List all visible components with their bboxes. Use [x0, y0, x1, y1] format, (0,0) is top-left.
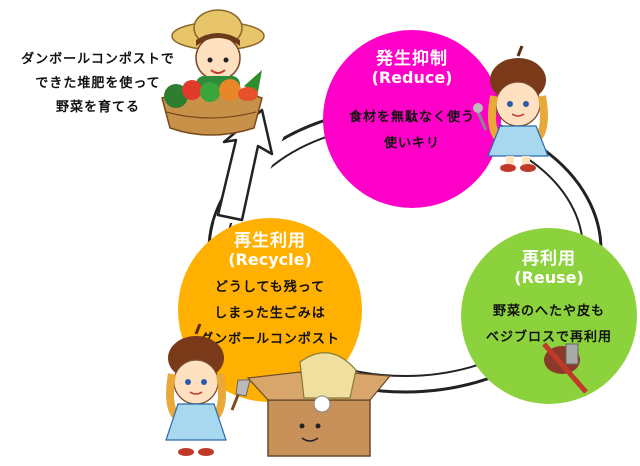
recycle-subtitle: (Recycle)	[228, 250, 312, 269]
reduce-title: 発生抑制	[376, 49, 448, 69]
reduce-circle: 発生抑制 (Reduce) 食材を無駄なく使う 使いキリ	[323, 30, 501, 208]
reuse-line-2: ベジブロスで再利用	[485, 330, 612, 345]
reuse-line-1: 野菜のへたや皮も	[492, 304, 605, 319]
reuse-description: 野菜のへたや皮も ベジブロスで再利用	[486, 299, 612, 351]
recycle-line-1: どうしても残って	[214, 280, 326, 295]
recycle-description: どうしても残って しまった生ごみは ダンボールコンポスト	[200, 275, 340, 353]
reduce-line-2: 使いキリ	[383, 136, 440, 151]
caption-line-1: ダンボールコンポストで	[21, 52, 175, 67]
reuse-subtitle: (Reuse)	[514, 268, 584, 287]
reuse-title: 再利用	[522, 249, 576, 269]
recycle-title: 再生利用	[234, 231, 306, 251]
recycle-line-3: ダンボールコンポスト	[200, 332, 340, 347]
reduce-subtitle: (Reduce)	[371, 68, 453, 87]
caption-line-3: 野菜を育てる	[55, 100, 140, 115]
caption-line-2: できた堆肥を使って	[35, 76, 161, 91]
recycle-line-2: しまった生ごみは	[214, 306, 326, 321]
reuse-circle: 再利用 (Reuse) 野菜のへたや皮も ベジブロスで再利用	[461, 228, 637, 404]
reduce-line-1: 食材を無駄なく使う	[348, 110, 475, 125]
reduce-description: 食材を無駄なく使う 使いキリ	[349, 105, 475, 157]
compost-caption: ダンボールコンポストで できた堆肥を使って 野菜を育てる	[8, 48, 188, 120]
